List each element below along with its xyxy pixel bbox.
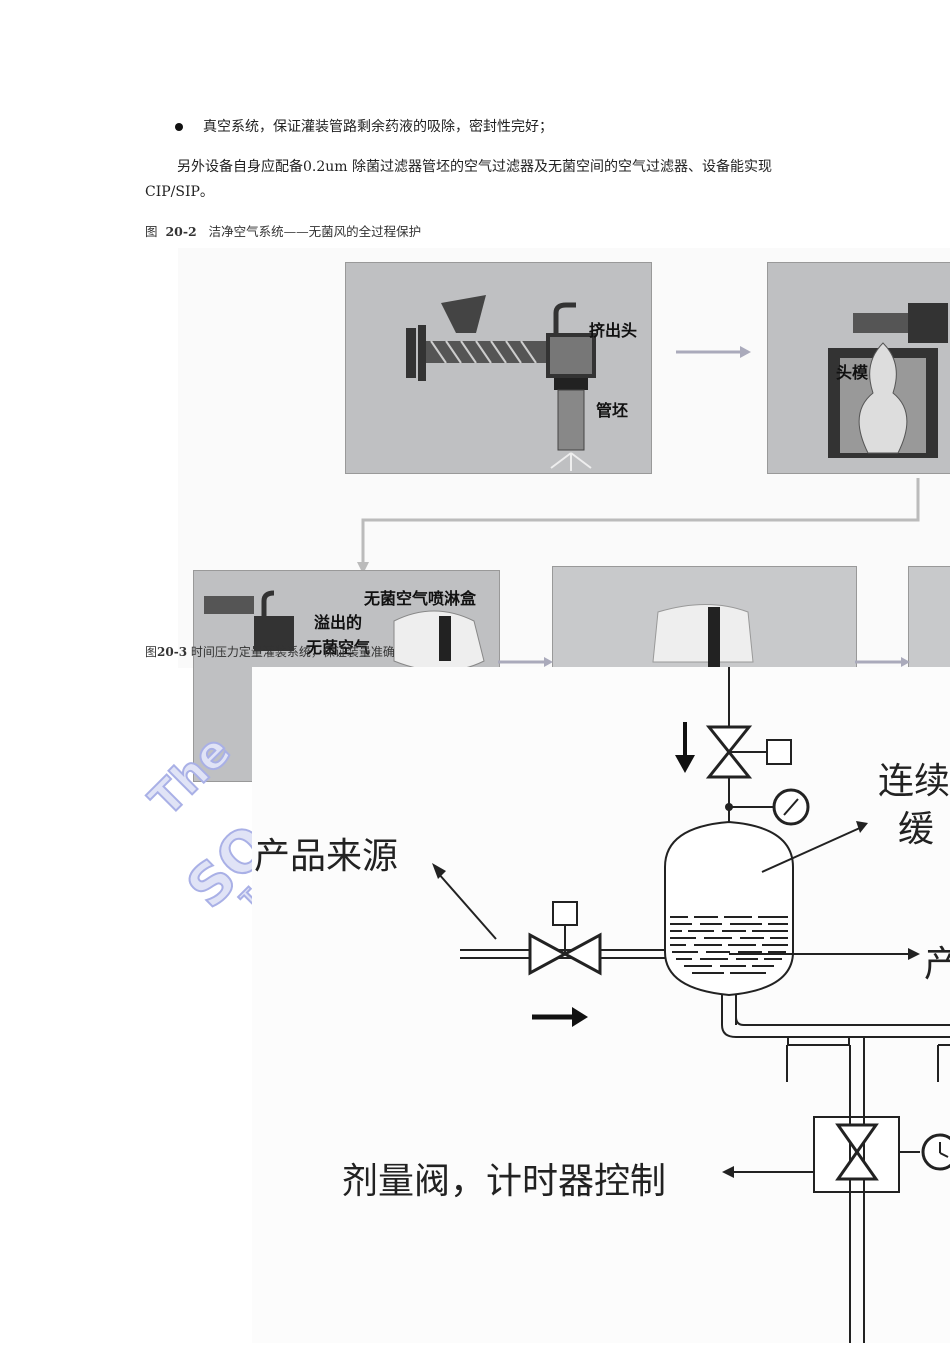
body-paragraph: 另外设备自身应配备0.2um 除菌过滤器管坯的空气过滤器及无菌空间的空气过滤器、… [145, 159, 773, 200]
figure-20-3-caption: 图20-3 时间压力定量灌装系统，保证装量准确 [145, 643, 395, 660]
right-arrow-icon [676, 346, 751, 358]
filling-system-schematic [432, 667, 950, 1343]
sealing-panel [552, 566, 857, 673]
bullet-text: 真空系统，保证灌装管路剩余药液的吸除，密封性完好； [203, 119, 553, 135]
label-parison: 管坯 [596, 401, 629, 420]
label-dosing-valve: 剂量阀，计时器控制 [342, 1161, 667, 1202]
figure-number: 20-3 [157, 645, 188, 659]
figure-20-2-caption: 图 20-2 洁净空气系统——无菌风的全过程保护 [145, 221, 421, 240]
label-product-out: 产 [924, 944, 950, 985]
label-continuous: 连续 [878, 761, 950, 802]
label-overflow-1: 溢出的 [314, 613, 363, 632]
figure-prefix: 图 [145, 224, 158, 239]
right-arrow-icon [498, 657, 553, 667]
label-spray-box: 无菌空气喷淋盒 [364, 589, 477, 608]
label-head-mold: 头模 [836, 363, 869, 382]
figure-number: 20-2 [165, 224, 197, 239]
label-extruder-head: 挤出头 [589, 321, 638, 340]
label-product-source: 产品来源 [254, 836, 399, 877]
mold-panel: 头模 [767, 262, 950, 474]
label-overflow-2: 无菌空气 [306, 638, 371, 657]
extruder-panel: 挤出头 管坯 [345, 262, 652, 474]
next-panel [908, 566, 950, 673]
extruder-illustration [406, 295, 596, 471]
bullet-dot [175, 123, 183, 131]
flow-connector-icon [357, 478, 920, 574]
sealing-illustration [652, 604, 754, 667]
spray-box-illustration [204, 590, 485, 672]
figure-title: 洁净空气系统——无菌风的全过程保护 [208, 224, 422, 239]
figure-prefix: 图 [145, 645, 158, 659]
figure-20-3-diagram: 产品来源 连续 缓 产 剂量阀，计时器控制 [252, 667, 950, 1343]
label-buffer: 缓 [898, 809, 935, 850]
right-arrow-icon [855, 657, 910, 667]
bullet-item: 真空系统，保证灌装管路剩余药液的吸除，密封性完好； [175, 116, 553, 136]
figure-title: 时间压力定量灌装系统，保证装量准确 [190, 645, 395, 659]
mold-illustration [828, 303, 948, 458]
